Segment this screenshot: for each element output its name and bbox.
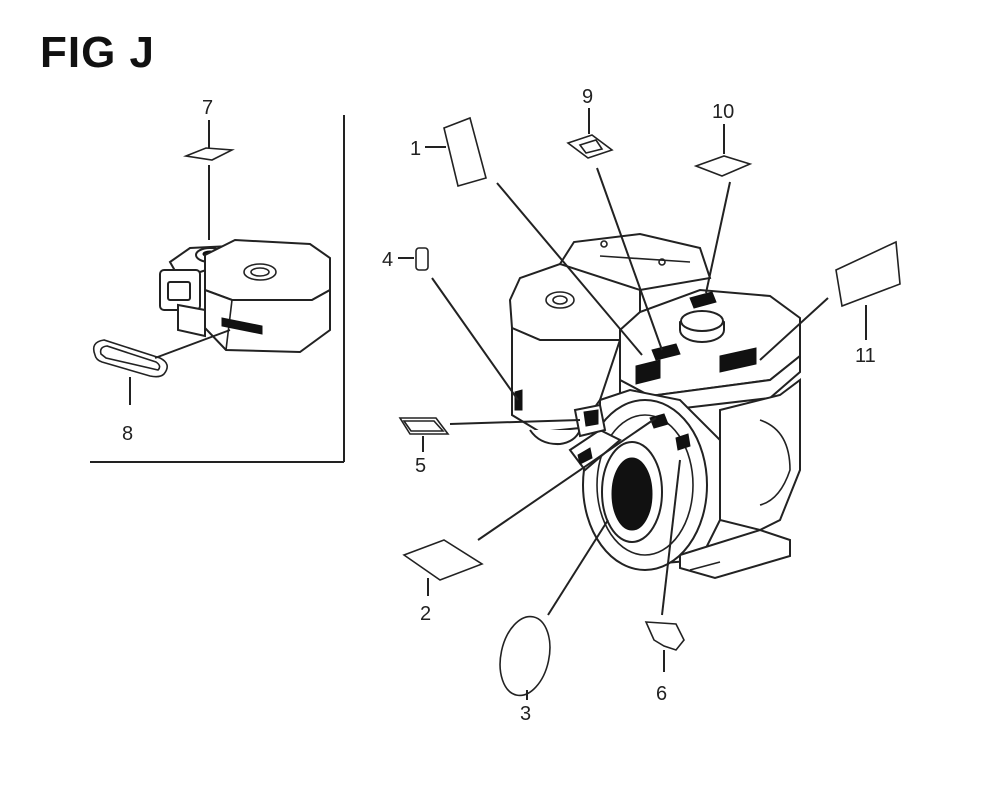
callout-4: 4 xyxy=(382,249,393,271)
part-9-decal: 9 xyxy=(566,86,663,351)
callout-8: 8 xyxy=(122,423,133,445)
engine xyxy=(508,232,801,580)
part-3-decal: 3 xyxy=(499,519,609,725)
part-4-decal: 4 xyxy=(382,247,519,401)
part-11-decal: 11 xyxy=(759,240,901,367)
part-10-decal: 10 xyxy=(693,101,753,294)
callout-6: 6 xyxy=(656,683,667,705)
callout-11: 11 xyxy=(855,345,876,367)
callout-7: 7 xyxy=(202,97,213,119)
part-6-decal: 6 xyxy=(644,459,685,705)
callout-2: 2 xyxy=(420,603,431,625)
part-2-decal: 2 xyxy=(402,417,657,625)
callout-1: 1 xyxy=(410,138,421,160)
part-5-decal: 5 xyxy=(398,417,581,477)
part-8-decal: 8 xyxy=(92,329,231,445)
callout-3: 3 xyxy=(520,703,531,725)
figure-title: FIG J xyxy=(40,28,156,77)
part-1-decal: 1 xyxy=(410,116,643,356)
callout-5: 5 xyxy=(415,455,426,477)
callout-10: 10 xyxy=(712,101,734,123)
part-7-decal: 7 xyxy=(182,97,235,240)
callout-9: 9 xyxy=(582,86,593,108)
air-cleaner xyxy=(159,238,331,354)
inset-panel xyxy=(90,115,345,463)
